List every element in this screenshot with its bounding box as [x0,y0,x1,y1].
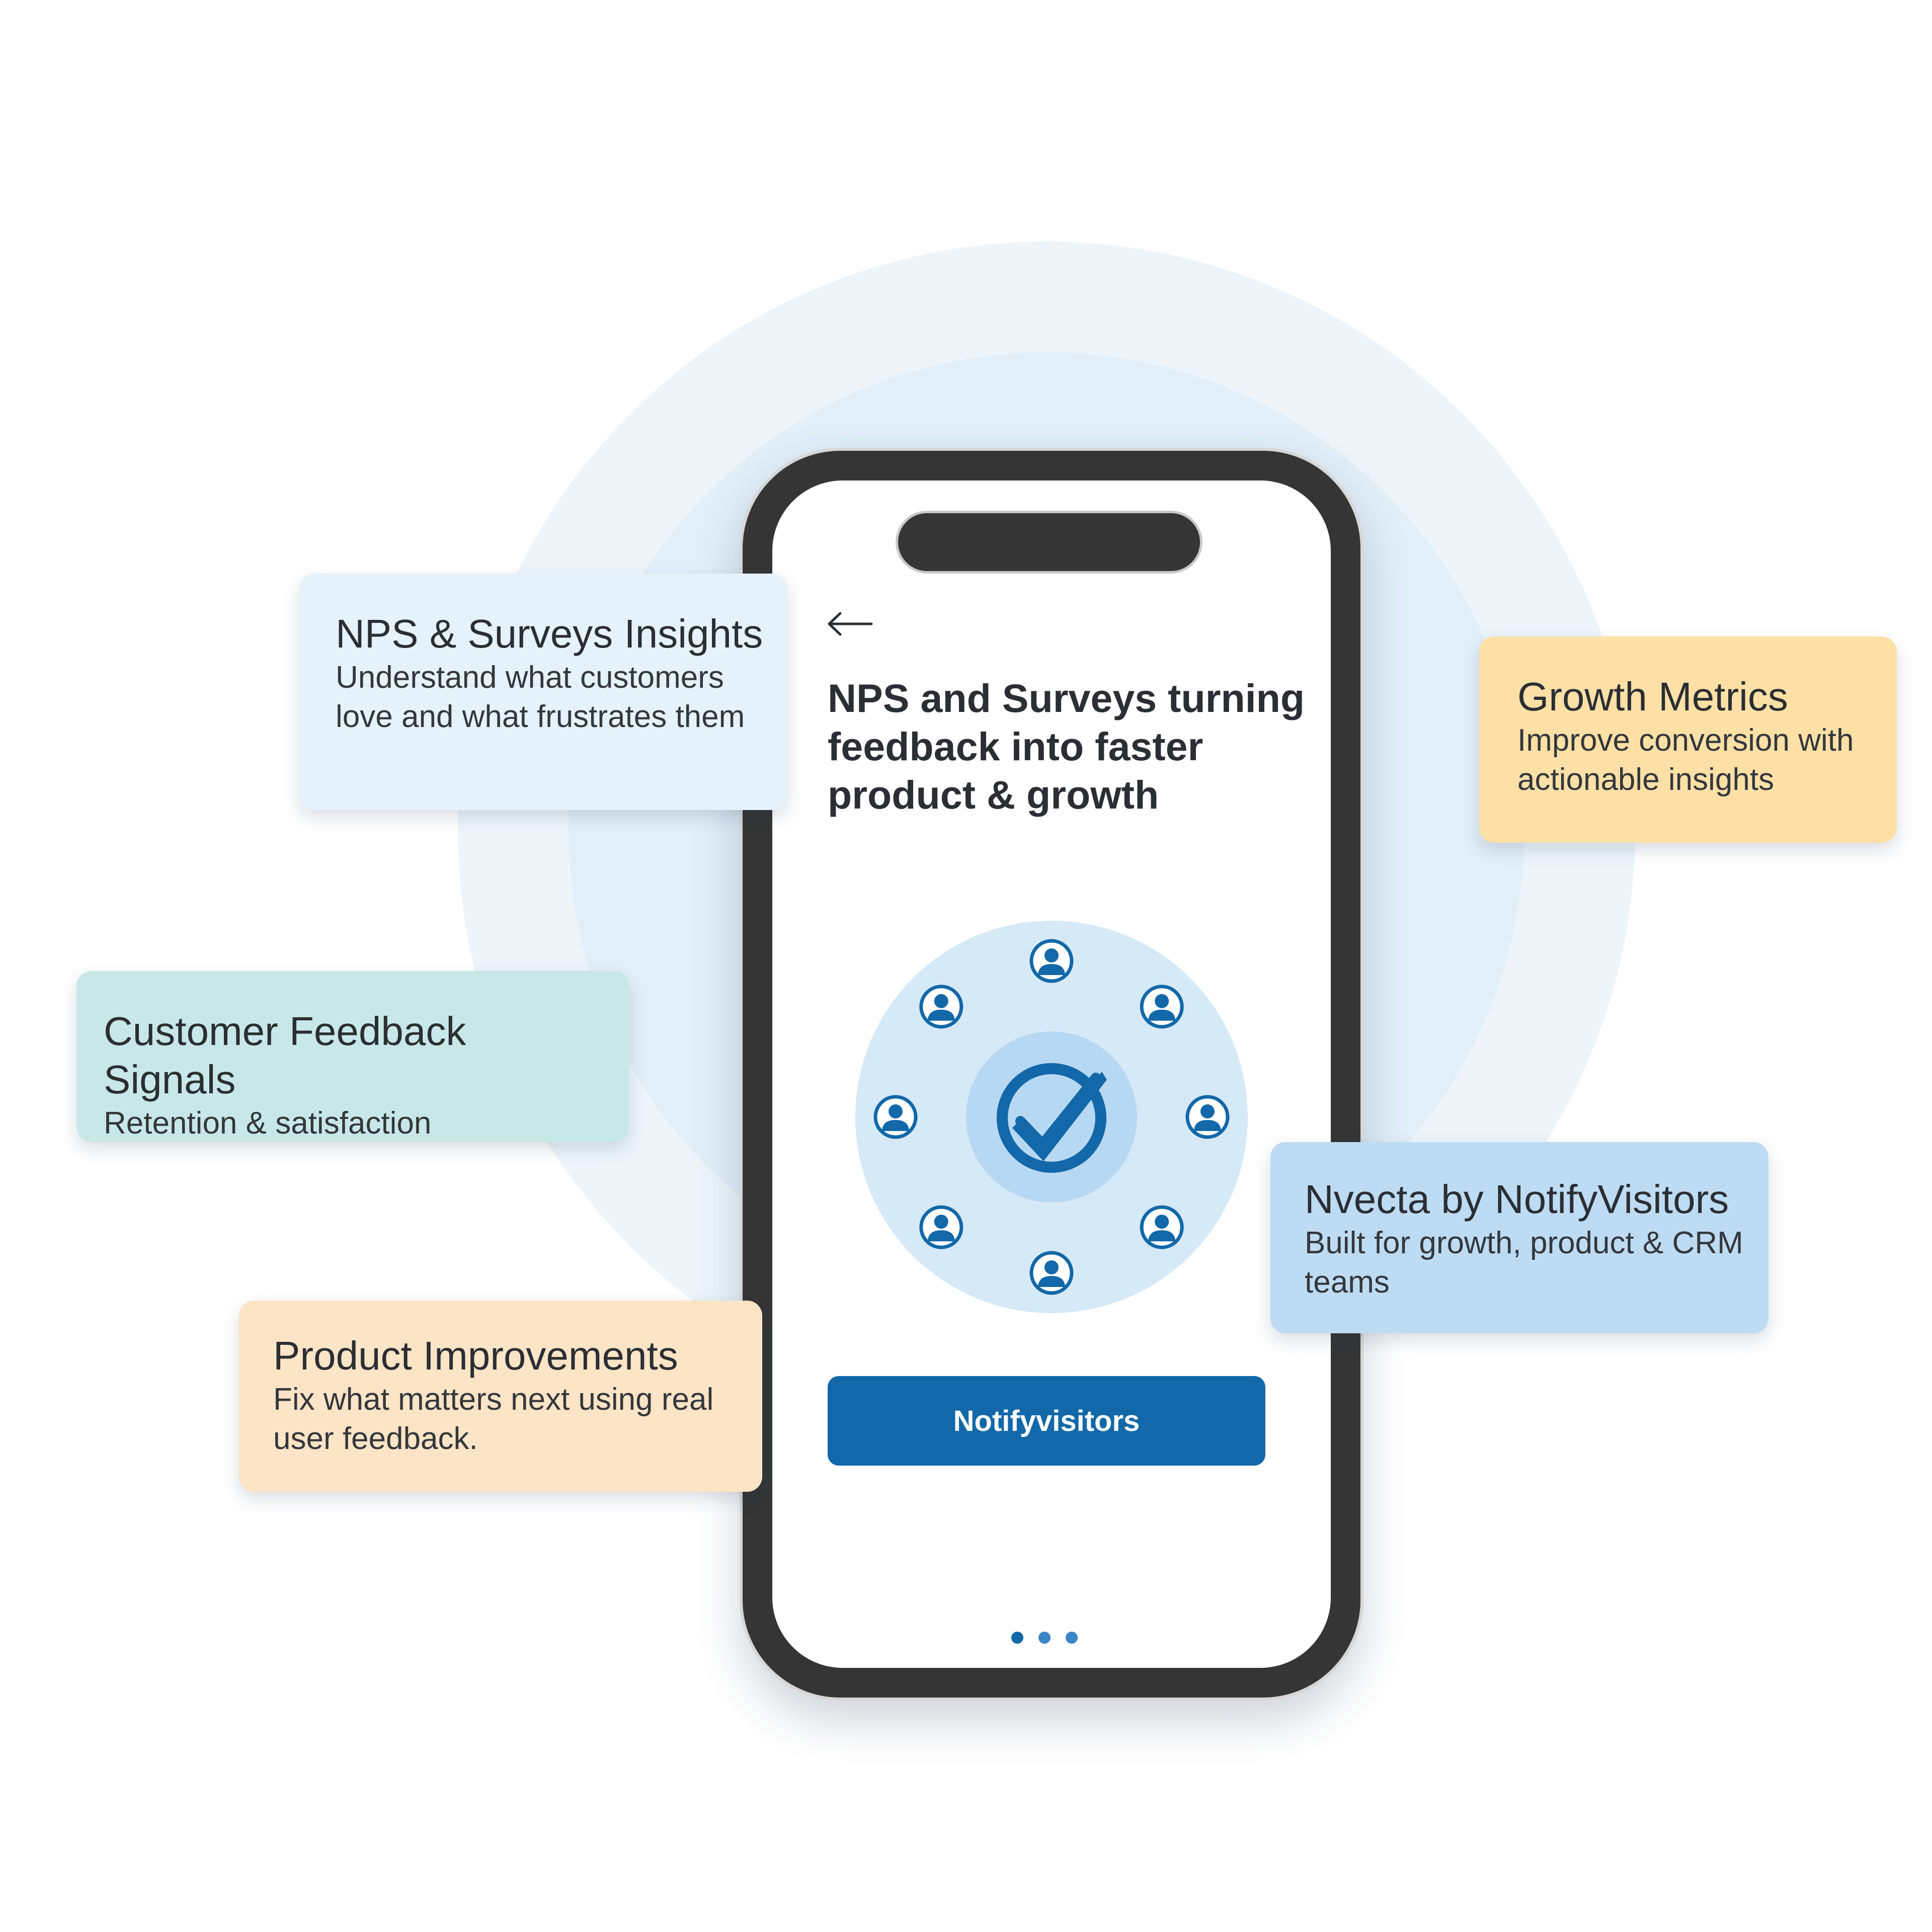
card-title: Growth Metrics [1517,674,1788,719]
user-avatar-icon [875,1097,916,1137]
customer-feedback-signals-card: Customer Feedback Signals Retention & sa… [76,971,629,1142]
product-improvements-card: Product Improvements Fix what matters ne… [239,1301,762,1492]
user-avatar-icon [1142,987,1182,1027]
page-indicator [1011,1632,1078,1644]
page-indicator-dot[interactable] [1066,1632,1078,1644]
user-avatar-icon [921,987,961,1027]
phone-notch [896,511,1202,574]
card-body: Fix what matters next using real user fe… [273,1382,714,1456]
user-avatar-icon [1187,1097,1228,1137]
user-avatar-icon [921,1207,961,1247]
card-title: Customer Feedback Signals [104,1009,466,1102]
card-title: Product Improvements [273,1333,678,1378]
user-avatar-icon [1031,1253,1072,1293]
card-body: Built for growth, product & CRM teams [1305,1226,1743,1300]
growth-metrics-card: Growth Metrics Improve conversion with a… [1479,636,1897,843]
nvecta-card: Nvecta by NotifyVisitors Built for growt… [1270,1142,1768,1333]
card-body: Improve conversion with actionable insig… [1517,723,1854,797]
user-avatar-icon [1142,1207,1182,1247]
page-indicator-dot[interactable] [1038,1632,1051,1644]
user-avatar-icon [1031,941,1072,981]
card-body: Understand what customers love and what … [336,660,745,734]
feedback-network-illustration [855,921,1248,1313]
card-body: Retention & satisfaction [104,1106,432,1141]
nps-surveys-insights-card: NPS & Surveys Insights Understand what c… [299,574,787,810]
checkmark-badge-icon [997,1063,1107,1173]
card-title: Nvecta by NotifyVisitors [1305,1177,1729,1222]
card-title: NPS & Surveys Insights [336,611,763,656]
screen-title: NPS and Surveys turning feedback into fa… [828,676,1305,817]
page-indicator-dot[interactable] [1011,1632,1023,1644]
inner-ring [966,1031,1137,1202]
left-arrow-icon[interactable] [825,606,875,641]
notifyvisitors-button[interactable]: Notifyvisitors [828,1376,1265,1466]
